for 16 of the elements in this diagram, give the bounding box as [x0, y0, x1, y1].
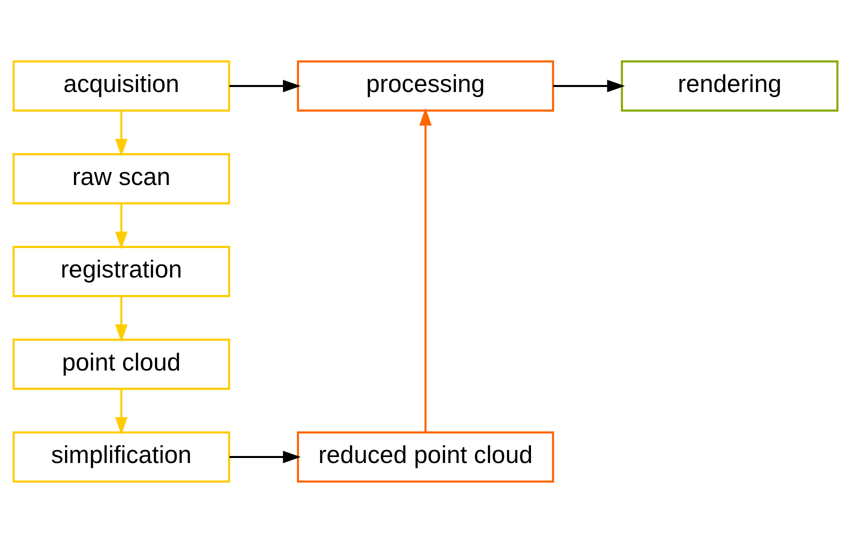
node-box: acquisition: [12, 60, 230, 112]
arrow: [229, 450, 301, 464]
node-box: processing: [296, 60, 554, 112]
arrow: [553, 80, 625, 92]
node-box: simplification: [12, 431, 230, 483]
node-box: point cloud: [12, 338, 230, 390]
node-box: rendering: [620, 60, 838, 112]
arrow: [229, 80, 301, 92]
node-box: raw scan: [12, 153, 230, 204]
node-box: registration: [12, 246, 230, 298]
arrow: [115, 296, 128, 342]
arrow: [115, 204, 128, 250]
node-box: reduced point cloud: [296, 431, 554, 483]
arrow: [115, 389, 128, 435]
arrow: [419, 108, 432, 432]
arrow: [115, 111, 128, 157]
